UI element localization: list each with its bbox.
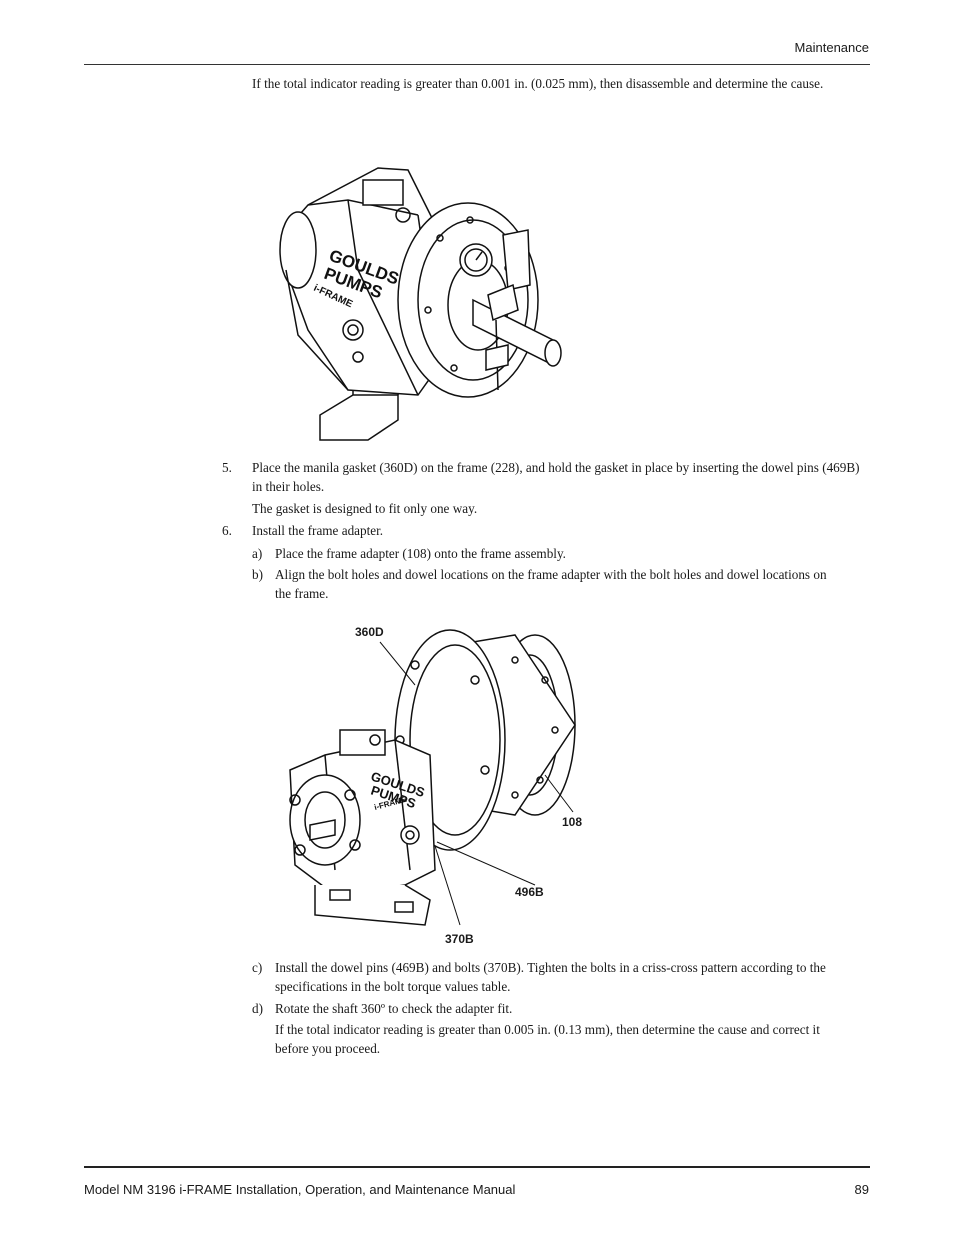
page-number: 89 — [854, 1182, 869, 1197]
step-5-note: The gasket is designed to fit only one w… — [252, 501, 478, 516]
step-number-5: 5. — [222, 460, 232, 475]
running-header: Maintenance — [794, 40, 869, 55]
callout-360d: 360D — [355, 625, 384, 639]
figure-frame-dial-indicator: GOULDS PUMPS i-FRAME — [268, 160, 578, 445]
substep-a-text: Place the frame adapter (108) onto the f… — [275, 546, 566, 561]
substep-d-letter: d) — [252, 1001, 263, 1016]
step-number-6: 6. — [222, 523, 232, 538]
intro-note: If the total indicator reading is greate… — [252, 76, 824, 91]
footer-manual-title: Model NM 3196 i-FRAME Installation, Oper… — [84, 1182, 516, 1197]
closing-note: If the total indicator reading is greate… — [275, 1022, 820, 1056]
callout-496b: 496B — [515, 885, 544, 899]
substep-c-letter: c) — [252, 960, 263, 975]
step-6-text: Install the frame adapter. — [252, 523, 384, 538]
substep-c-text: Install the dowel pins (469B) and bolts … — [275, 960, 826, 994]
callout-108: 108 — [562, 815, 583, 829]
frame-adapter-illustration: GOULDS PUMPS i-FRAME — [289, 629, 576, 926]
substep-a-letter: a) — [252, 546, 263, 561]
step-5-text: Place the manila gasket (360D) on the fr… — [252, 460, 860, 494]
substep-d-text: Rotate the shaft 360º to check the adapt… — [275, 1001, 513, 1016]
callout-370b: 370B — [445, 932, 474, 946]
substep-b-letter: b) — [252, 567, 263, 582]
frame-dial-indicator-illustration: GOULDS PUMPS i-FRAME — [279, 167, 562, 441]
substep-b-text: Align the bolt holes and dowel locations… — [275, 567, 827, 601]
figure-frame-adapter-exploded: GOULDS PUMPS i-FRAME — [275, 620, 595, 950]
header-rule — [84, 64, 870, 65]
footer-rule — [84, 1166, 870, 1168]
